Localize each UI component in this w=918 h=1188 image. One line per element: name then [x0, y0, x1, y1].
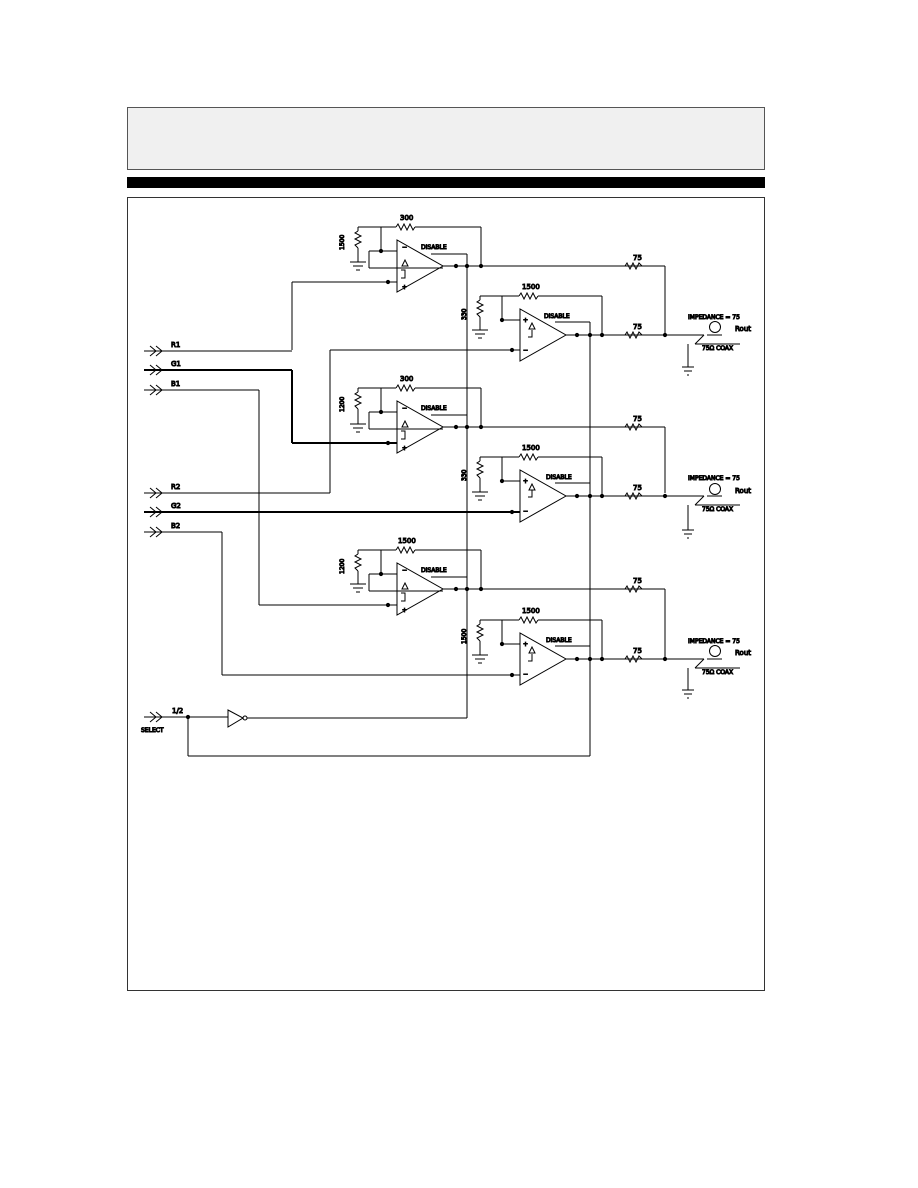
resistor-1500-1: [353, 230, 363, 249]
resistor-75-2b: [624, 491, 643, 501]
impedance-label-2: IMPEDANCE = 75: [688, 475, 740, 482]
resistor-1500-3c-label: 1500: [461, 629, 468, 644]
disable-label-1b: DISABLE: [544, 313, 570, 320]
resistor-75-1b: [624, 330, 643, 340]
input-label-g2: G2: [171, 502, 181, 510]
resistor-75-2a: [624, 422, 643, 432]
rout-label-1: Rout: [735, 325, 751, 333]
select-logic: 1/2 SELECT: [141, 707, 590, 757]
opamp-1a-minus: −: [402, 244, 407, 251]
rout-label-3: Rout: [735, 649, 751, 657]
resistor-75-3a-label: 75: [633, 577, 642, 585]
disable-label-2a: DISABLE: [421, 405, 447, 412]
select-pin-label: 1/2: [172, 707, 183, 715]
opamp-2b-minus: −: [523, 508, 528, 515]
resistor-300-2-label: 300: [400, 375, 413, 383]
resistor-1500-3b-label: 1500: [522, 607, 540, 615]
opamp-2a-minus: −: [402, 405, 407, 412]
opamp-1b-plus: +: [523, 317, 528, 324]
rout-label-2: Rout: [735, 487, 751, 495]
opamp-2a: [396, 400, 445, 454]
input-label-g1: G1: [171, 360, 181, 368]
opamp-2a-plus: +: [402, 445, 407, 452]
resistor-75-2b-label: 75: [633, 484, 642, 492]
resistor-75-1a-label: 75: [633, 254, 642, 262]
opamp-3b-minus: −: [523, 671, 528, 678]
resistor-1500-1b: [518, 291, 539, 301]
opamp-1b-minus: −: [523, 347, 528, 354]
resistor-75-1a: [624, 261, 643, 271]
opamp-1a-plus: +: [402, 284, 407, 291]
impedance-label-1: IMPEDANCE = 75: [688, 314, 740, 321]
coax-label-3: 75Ω COAX: [702, 669, 733, 676]
resistor-330-2b-label: 330: [461, 469, 468, 481]
opamp-3b: [519, 632, 568, 686]
input-label-r2: R2: [171, 483, 180, 491]
opamp-1b: [519, 308, 568, 362]
disable-label-1a: DISABLE: [421, 244, 447, 251]
opamp-2b-plus: +: [523, 478, 528, 485]
coax-label-2: 75Ω COAX: [702, 506, 733, 513]
stage-1: + − DISABLE 300 1500 75: [291, 214, 752, 756]
resistor-330-1b-label: 330: [461, 308, 468, 320]
stage-2: + − DISABLE 300 1200 75 +: [144, 375, 752, 539]
resistor-1500-3c: [475, 623, 485, 642]
resistor-300-1-label: 300: [400, 214, 413, 222]
coax-connector-3: [709, 645, 721, 657]
coax-connector-1: [709, 321, 721, 333]
resistor-300-1: [395, 222, 416, 232]
resistor-75-3b: [624, 654, 643, 664]
input-label-b2: B2: [171, 522, 180, 530]
select-label: SELECT: [141, 727, 164, 734]
resistor-1200-3: [353, 553, 363, 572]
disable-label-3b: DISABLE: [546, 637, 572, 644]
disable-label-2b: DISABLE: [546, 474, 572, 481]
input-label-r1: R1: [171, 341, 180, 349]
figure-frame: [127, 197, 765, 991]
resistor-1500-3b: [518, 615, 539, 625]
resistor-1500-1-label: 1500: [339, 235, 346, 250]
opamp-2b: [519, 469, 568, 523]
input-buses: R1 G1 B1 R2 G2 B2: [144, 341, 330, 675]
resistor-1500-3: [395, 545, 416, 555]
resistor-75-2a-label: 75: [633, 415, 642, 423]
coax-connector-2: [709, 483, 721, 495]
opamp-3a-minus: −: [402, 567, 407, 574]
opamp-3b-plus: +: [523, 641, 528, 648]
resistor-75-3b-label: 75: [633, 647, 642, 655]
resistor-1500-1b-label: 1500: [522, 283, 540, 291]
resistor-75-3a: [624, 584, 643, 594]
resistor-1200-2: [353, 391, 363, 410]
resistor-75-1b-label: 75: [633, 323, 642, 331]
header-box: [127, 107, 765, 170]
impedance-label-3: IMPEDANCE = 75: [688, 638, 740, 645]
opamp-3a-plus: +: [402, 607, 407, 614]
disable-label-3a: DISABLE: [421, 567, 447, 574]
resistor-1200-3-label: 1200: [339, 559, 346, 574]
inverter-gate: [227, 709, 245, 728]
resistor-330-1b: [475, 299, 485, 318]
title-bar: [127, 177, 765, 188]
opamp-1a: [396, 239, 445, 293]
input-label-b1: B1: [171, 380, 180, 388]
resistor-300-2: [395, 383, 416, 393]
stage-3: + − DISABLE 1500 1200 75 +: [222, 537, 752, 699]
resistor-330-2b: [475, 460, 485, 479]
resistor-1500-2b-label: 1500: [522, 444, 540, 452]
resistor-1500-3-label: 1500: [398, 537, 416, 545]
resistor-1500-2b: [518, 452, 539, 462]
opamp-3a: [396, 562, 445, 616]
coax-label-1: 75Ω COAX: [702, 345, 733, 352]
resistor-1200-2-label: 1200: [339, 397, 346, 412]
